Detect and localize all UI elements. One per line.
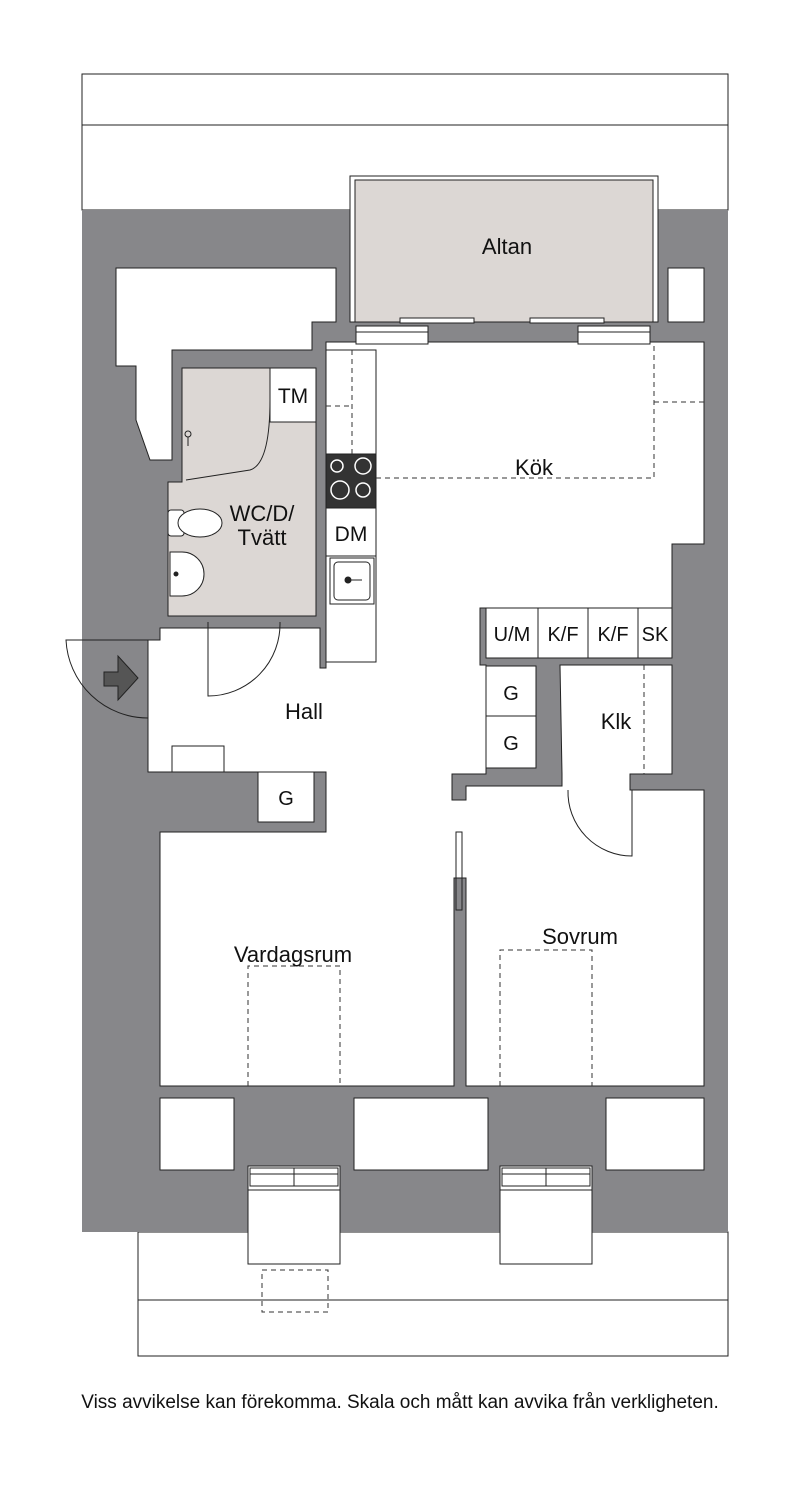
label-klk: Klk [601, 709, 633, 734]
dashed-outlines [247, 342, 704, 1313]
fixture-labels: TM DM U/M K/F K/F SK G G G [278, 385, 669, 810]
washbasin-icon [169, 551, 205, 597]
label-wc-line1: WC/D/ [230, 501, 296, 526]
label-tm: TM [278, 385, 308, 408]
stove-icon [330, 457, 372, 500]
entrance-arrow-icon [103, 654, 139, 702]
label-g-hall: G [278, 788, 294, 810]
kitchen-counter [325, 349, 377, 663]
floor-plan: Altan Kök WC/D/ Tvätt Hall Klk Vardagsru… [65, 73, 729, 1357]
label-kf-1: K/F [547, 624, 578, 646]
appliance-row [171, 367, 673, 823]
disclaimer-text: Viss avvikelse kan förekomma. Skala och … [81, 1392, 719, 1413]
doors [65, 399, 633, 911]
label-g-2: G [503, 733, 519, 755]
label-dm: DM [335, 523, 368, 546]
label-kf-2: K/F [597, 624, 628, 646]
label-hall: Hall [285, 699, 323, 724]
label-kok: Kök [515, 455, 554, 480]
sink-icon [329, 557, 375, 605]
toilet-icon [167, 508, 223, 538]
label-g-1: G [503, 683, 519, 705]
windows [249, 325, 651, 1187]
label-altan: Altan [482, 234, 532, 259]
label-sovrum: Sovrum [542, 924, 618, 949]
label-sk: SK [642, 624, 669, 646]
label-wc-line2: Tvätt [238, 525, 287, 550]
label-vardagsrum: Vardagsrum [234, 942, 352, 967]
interior-floor [115, 267, 705, 1233]
label-um: U/M [494, 624, 531, 646]
window-bays [247, 1189, 593, 1265]
balcony [349, 175, 659, 324]
room-labels: Altan Kök WC/D/ Tvätt Hall Klk Vardagsru… [230, 234, 633, 967]
shower-icon [184, 430, 192, 446]
